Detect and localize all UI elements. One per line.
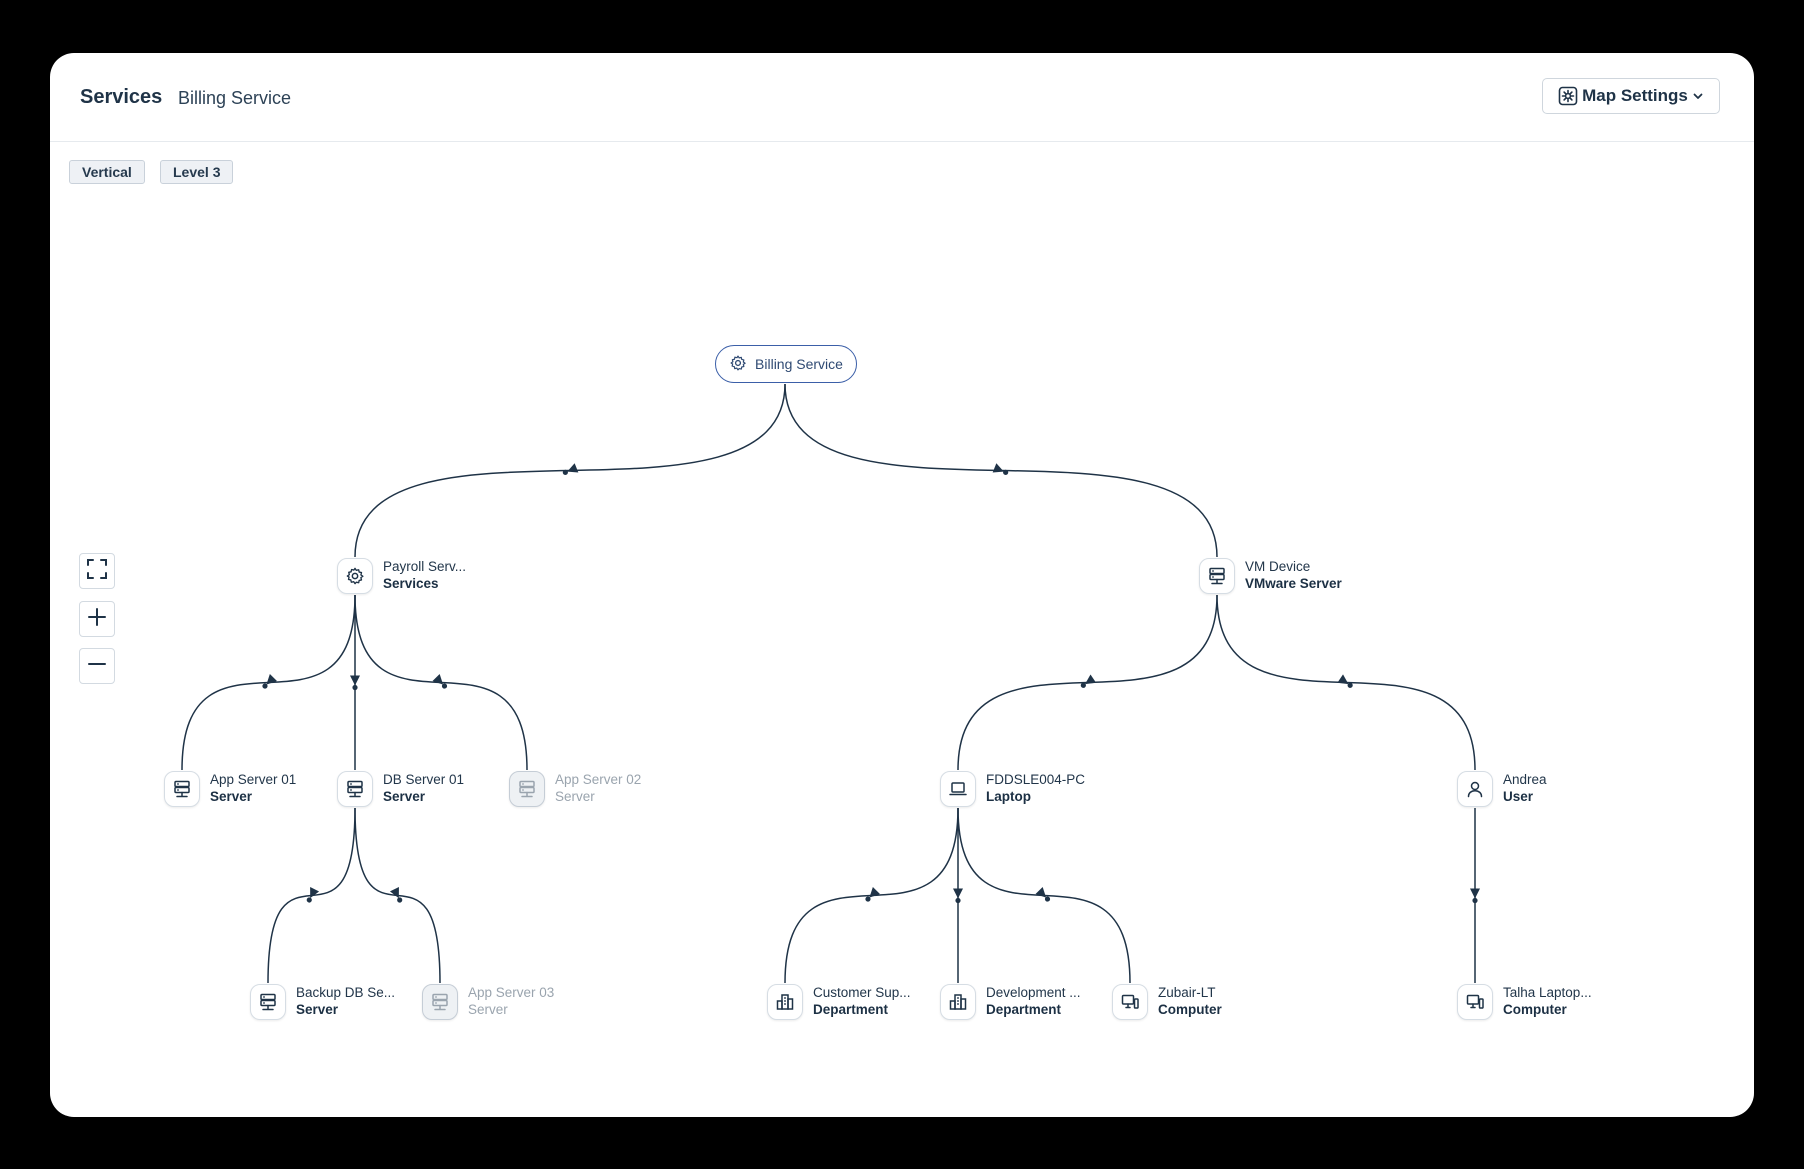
server-icon xyxy=(337,771,373,807)
gear-icon xyxy=(337,558,373,594)
node-type: Computer xyxy=(1158,1002,1222,1017)
node-name: Payroll Serv... xyxy=(383,559,467,574)
computer-icon xyxy=(1457,984,1493,1020)
node-name: Customer Sup... xyxy=(813,985,911,1000)
gear-icon xyxy=(729,354,747,375)
node-name: VM Device xyxy=(1245,559,1311,574)
edge-arrow-payroll-app_server_01 xyxy=(262,674,277,689)
laptop-icon xyxy=(940,771,976,807)
zoom-in-button[interactable] xyxy=(79,601,115,637)
settings-icon xyxy=(1558,86,1578,106)
node-name: Zubair-LT xyxy=(1158,985,1216,1000)
edge-arrow-db_server_01-app_server_03 xyxy=(389,887,403,903)
edge-arrow-db_server_01-backup_db xyxy=(306,887,320,903)
edge-arrow-payroll-db_server_01 xyxy=(350,675,360,691)
node-name: Talha Laptop... xyxy=(1503,985,1592,1000)
node-type: VMware Server xyxy=(1245,576,1342,591)
node-name: DB Server 01 xyxy=(383,772,465,787)
node-type: Server xyxy=(383,789,426,804)
map-edges xyxy=(181,383,1480,984)
edge-arrow-andrea-talha xyxy=(1470,888,1480,904)
chevron-down-icon xyxy=(1692,90,1704,102)
edge-arrow-vm_device-fddsle004 xyxy=(1080,674,1097,688)
edge-arrow-fddsle004-customer_sup xyxy=(865,887,880,902)
node-type: Laptop xyxy=(986,789,1031,804)
node-type: Server xyxy=(468,1002,508,1017)
node-type: Server xyxy=(210,789,253,804)
level-chip[interactable]: Level 3 xyxy=(160,160,234,184)
node-name: Andrea xyxy=(1503,772,1547,787)
user-icon xyxy=(1457,771,1493,807)
server-icon xyxy=(164,771,200,807)
edge-arrow-payroll-app_server_02 xyxy=(432,674,448,689)
node-name: App Server 01 xyxy=(210,772,297,787)
department-icon xyxy=(767,984,803,1020)
zoom-out-button[interactable] xyxy=(79,648,115,684)
fit-screen-button[interactable] xyxy=(79,553,115,589)
node-type: Server xyxy=(555,789,595,804)
orientation-chip[interactable]: Vertical xyxy=(69,160,145,184)
server-icon xyxy=(250,984,286,1020)
plus-icon xyxy=(87,607,107,632)
node-type: Server xyxy=(296,1002,339,1017)
map-settings-label: Map Settings xyxy=(1582,86,1688,105)
edge-arrow-root-vm_device xyxy=(992,463,1009,475)
edge-arrow-fddsle004-development xyxy=(953,888,963,904)
server-icon xyxy=(1199,558,1235,594)
node-name: App Server 02 xyxy=(555,772,642,787)
page-title: Services xyxy=(80,86,163,108)
edge-arrow-root-payroll xyxy=(562,463,579,475)
department-icon xyxy=(940,984,976,1020)
minus-icon xyxy=(87,654,107,679)
node-type: User xyxy=(1503,789,1534,804)
map-settings-button[interactable]: Map Settings xyxy=(1542,78,1720,114)
edge-arrow-vm_device-andrea xyxy=(1337,674,1353,688)
fit-screen-icon xyxy=(85,557,109,586)
root-node-label: Billing Service xyxy=(755,356,843,372)
panel-header: Services Billing Service Map Settings xyxy=(50,53,1754,142)
node-type: Department xyxy=(813,1002,889,1017)
node-type: Department xyxy=(986,1002,1062,1017)
computer-icon xyxy=(1112,984,1148,1020)
node-name: Backup DB Se... xyxy=(296,985,396,1000)
edge-arrow-fddsle004-zubair xyxy=(1035,887,1051,902)
node-name: FDDSLE004-PC xyxy=(986,772,1086,787)
node-type: Computer xyxy=(1503,1002,1567,1017)
server-icon xyxy=(509,771,545,807)
root-node-billing-service[interactable]: Billing Service xyxy=(715,345,857,383)
node-type: Services xyxy=(383,576,439,591)
server-icon xyxy=(422,984,458,1020)
service-map-panel: Services Billing Service Map Settings Ve… xyxy=(50,53,1754,1117)
breadcrumb-current: Billing Service xyxy=(178,88,292,108)
node-name: App Server 03 xyxy=(468,985,555,1000)
node-name: Development ... xyxy=(986,985,1081,1000)
